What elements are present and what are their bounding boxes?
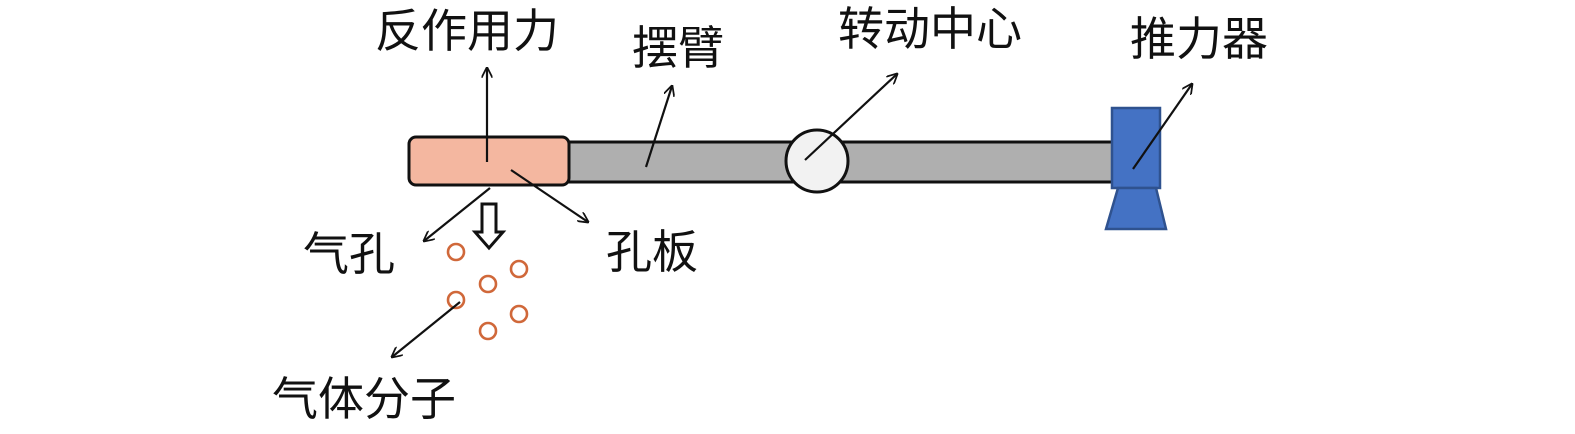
orifice-plate-leader-arrow <box>510 169 588 222</box>
gas-molecules-label: 气体分子 <box>272 372 456 426</box>
circle-outline-icon <box>509 304 529 324</box>
rotation-center-label: 转动中心 <box>838 2 1022 56</box>
thruster-leader-arrow <box>1132 84 1192 170</box>
thruster-nozzle <box>1104 186 1168 231</box>
gas-hole-label: 气孔 <box>303 227 395 281</box>
arm-label: 摆臂 <box>632 21 724 75</box>
gas-molecules-leader-arrow <box>392 301 461 357</box>
gas-molecules-cluster <box>446 242 529 341</box>
rotation-center-leader-arrow <box>804 74 897 161</box>
orifice-plate <box>407 135 571 187</box>
reaction-force-label: 反作用力 <box>375 4 559 58</box>
circle-outline-icon <box>509 259 529 279</box>
circle-outline-icon <box>478 321 498 341</box>
gas-hole-leader-arrow <box>424 187 491 241</box>
thruster-label: 推力器 <box>1130 12 1268 66</box>
circle-outline-icon <box>446 242 466 262</box>
circle-outline-icon <box>478 274 498 294</box>
rotation-center-pivot <box>784 128 850 194</box>
arm-leader-arrow <box>644 86 672 168</box>
orifice-plate-label: 孔板 <box>606 225 698 279</box>
thruster-body <box>1110 106 1162 190</box>
circle-outline-icon <box>446 290 466 310</box>
hollow-down-arrow-icon <box>471 202 507 251</box>
